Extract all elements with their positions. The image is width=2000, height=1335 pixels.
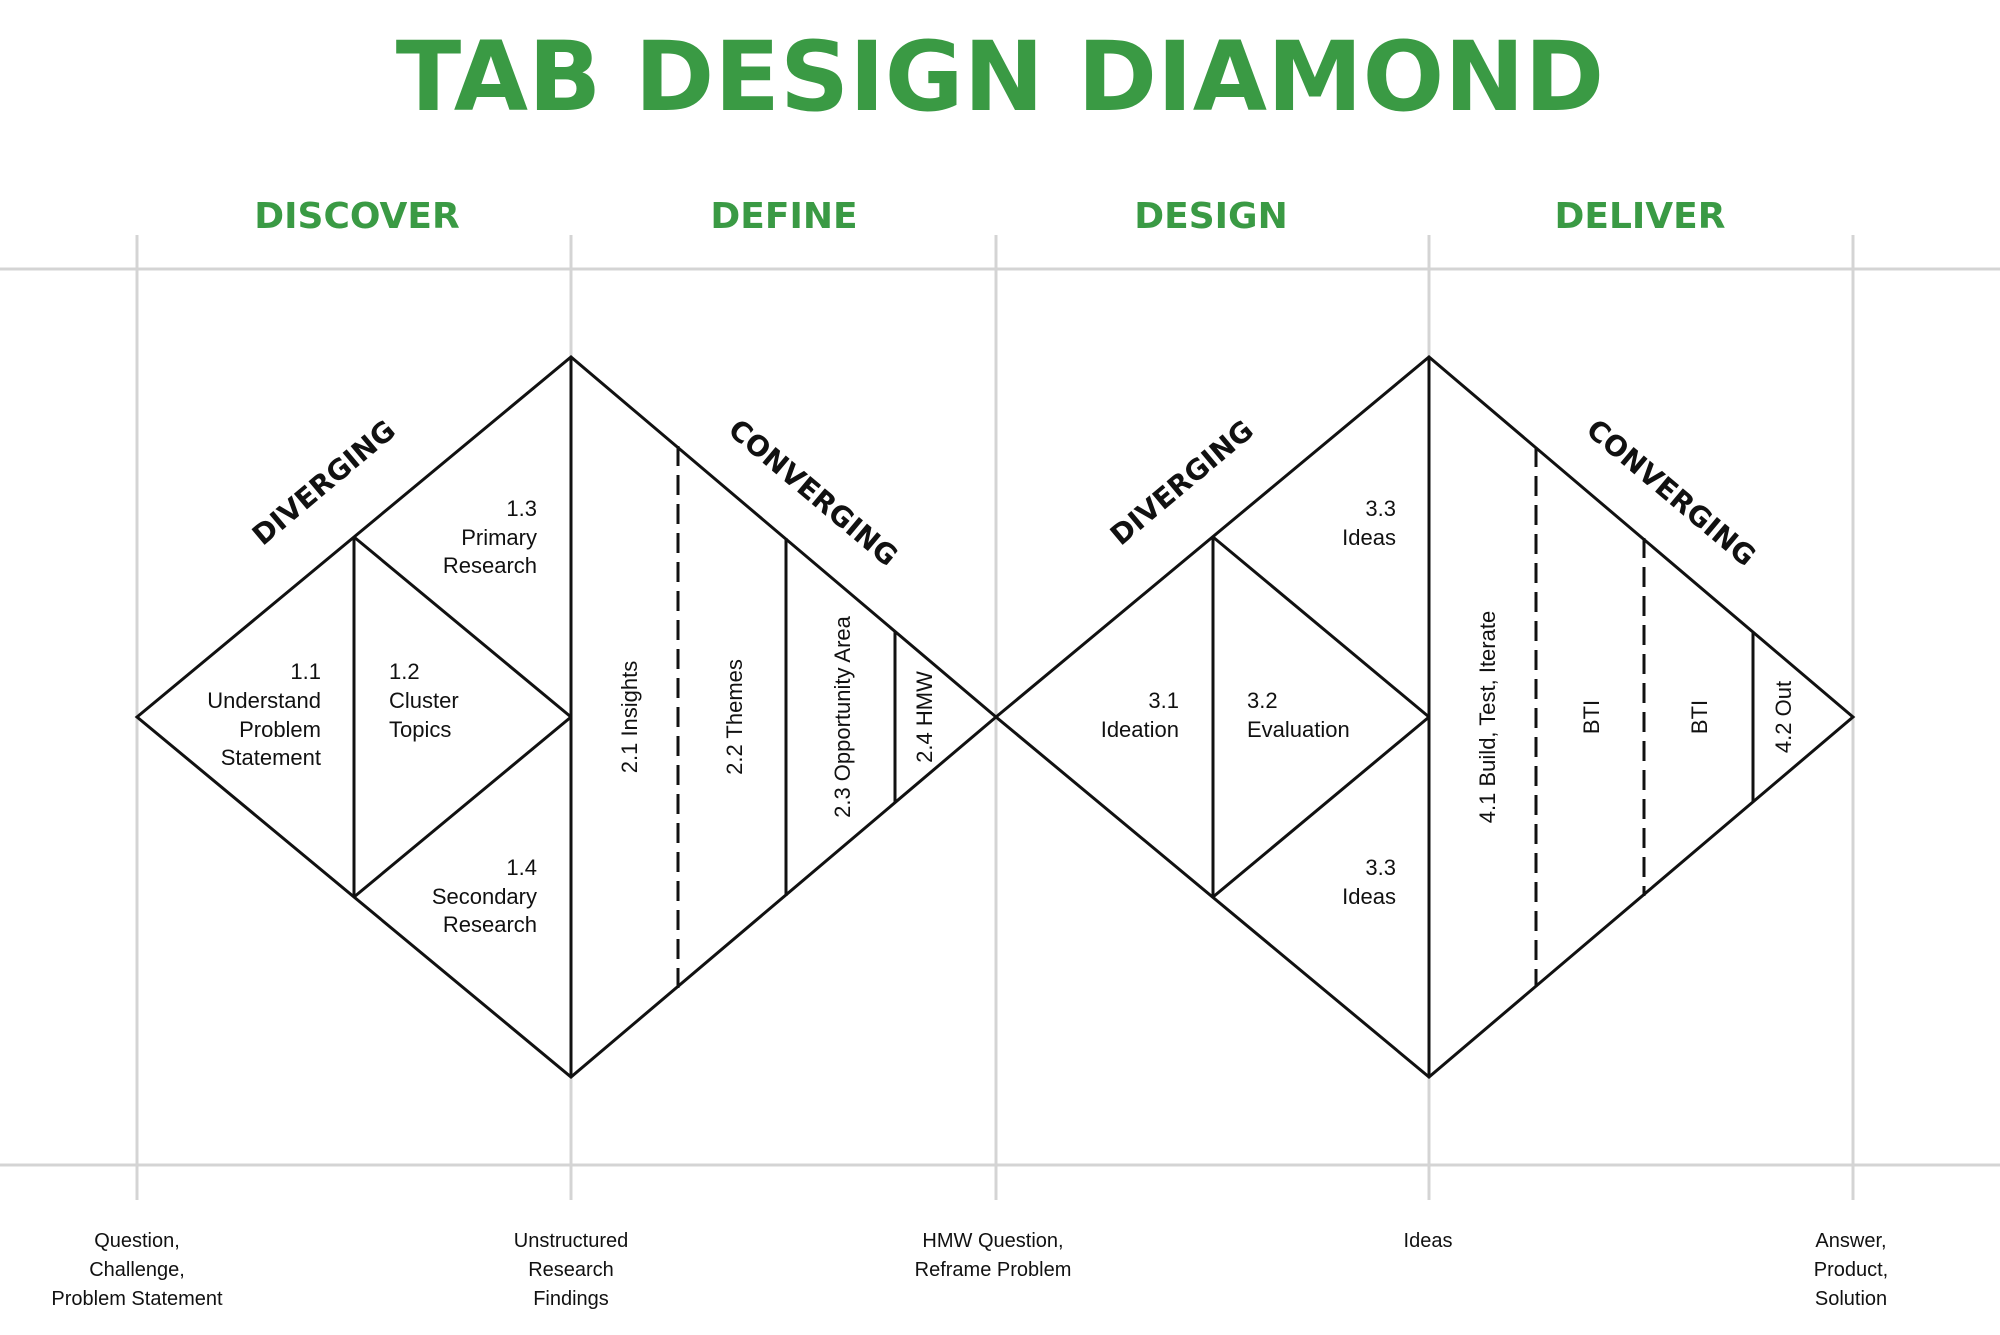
diverging-label-2: DIVERGING	[1104, 414, 1260, 552]
milestone-3-line-2: Reframe Problem	[915, 1259, 1072, 1281]
diverging-label-1: DIVERGING	[246, 414, 402, 552]
milestone-5-line-3: Solution	[1815, 1288, 1887, 1310]
step-2-4: 2.4 HMW	[912, 671, 937, 763]
step-1-1-line-3: Statement	[221, 745, 321, 770]
step-3-2: 3.2 Evaluation	[1247, 688, 1350, 742]
milestone-5-line-1: Answer,	[1815, 1230, 1886, 1252]
step-1-1-line-2: Problem	[239, 717, 321, 742]
milestone-5-line-2: Product,	[1814, 1259, 1888, 1281]
milestone-1-line-1: Question,	[94, 1230, 180, 1252]
step-3-2-line-1: Evaluation	[1247, 717, 1350, 742]
divider-3-2-top	[1212, 535, 1430, 719]
step-2-3: 2.3 Opportunity Area	[830, 615, 855, 818]
milestone-2-line-3: Findings	[533, 1288, 609, 1310]
divider-3-2-bottom	[1212, 715, 1430, 899]
step-1-2-line-2: Topics	[389, 717, 451, 742]
step-3-3-bottom: 3.3 Ideas	[1342, 855, 1396, 909]
step-1-2-line-1: Cluster	[389, 688, 459, 713]
step-3-3-top: 3.3 Ideas	[1342, 496, 1396, 550]
milestone-2-line-2: Research	[528, 1259, 614, 1281]
bti-label-2: BTI	[1687, 700, 1712, 734]
diamond-design-deliver	[993, 355, 1856, 1079]
milestone-4: Ideas	[1404, 1230, 1453, 1252]
step-4-2: 4.2 Out	[1771, 681, 1796, 753]
converging-label-1: CONVERGING	[722, 413, 904, 573]
page-title: TAB DESIGN DIAMOND	[396, 21, 1604, 133]
milestone-1: Question, Challenge, Problem Statement	[51, 1230, 223, 1310]
step-2-1: 2.1 Insights	[617, 661, 642, 774]
step-1-4-line-2: Research	[443, 912, 537, 937]
step-3-3-bottom-number: 3.3	[1365, 855, 1396, 880]
converging-label-2: CONVERGING	[1580, 413, 1762, 573]
step-1-4-number: 1.4	[506, 855, 537, 880]
step-1-1: 1.1 Understand Problem Statement	[207, 659, 321, 770]
step-3-3-top-number: 3.3	[1365, 496, 1396, 521]
milestone-3-line-1: HMW Question,	[922, 1230, 1063, 1252]
step-1-3-number: 1.3	[506, 496, 537, 521]
milestone-1-line-3: Problem Statement	[51, 1288, 223, 1310]
phase-discover: DISCOVER	[254, 196, 459, 237]
step-1-4: 1.4 Secondary Research	[432, 855, 537, 937]
milestone-1-line-2: Challenge,	[89, 1259, 185, 1281]
milestone-2-line-1: Unstructured	[514, 1230, 629, 1252]
step-1-1-number: 1.1	[290, 659, 321, 684]
milestone-3: HMW Question, Reframe Problem	[915, 1230, 1072, 1281]
milestone-2: Unstructured Research Findings	[514, 1230, 629, 1310]
milestone-4-line-1: Ideas	[1404, 1230, 1453, 1252]
step-3-1-line-1: Ideation	[1101, 717, 1179, 742]
step-3-3-bottom-line-1: Ideas	[1342, 884, 1396, 909]
phase-design: DESIGN	[1134, 196, 1287, 237]
milestone-5: Answer, Product, Solution	[1814, 1230, 1888, 1310]
step-4-1: 4.1 Build, Test, Iterate	[1475, 611, 1500, 823]
step-2-2: 2.2 Themes	[722, 659, 747, 775]
step-3-1: 3.1 Ideation	[1101, 688, 1179, 742]
bti-label-1: BTI	[1579, 700, 1604, 734]
diamond-discover-define	[134, 355, 999, 1079]
step-1-4-line-1: Secondary	[432, 884, 537, 909]
step-1-3-line-1: Primary	[461, 525, 537, 550]
divider-1-2-top	[353, 535, 572, 719]
step-3-3-top-line-1: Ideas	[1342, 525, 1396, 550]
step-3-1-number: 3.1	[1148, 688, 1179, 713]
step-1-3: 1.3 Primary Research	[443, 496, 537, 578]
phase-deliver: DELIVER	[1555, 196, 1726, 237]
phase-define: DEFINE	[710, 196, 857, 237]
step-1-1-line-1: Understand	[207, 688, 321, 713]
step-1-2: 1.2 Cluster Topics	[389, 659, 459, 742]
step-1-2-number: 1.2	[389, 659, 420, 684]
divider-1-2-bottom	[353, 715, 572, 899]
step-1-3-line-2: Research	[443, 553, 537, 578]
diamond-2-outline	[993, 355, 1856, 1079]
step-3-2-number: 3.2	[1247, 688, 1278, 713]
